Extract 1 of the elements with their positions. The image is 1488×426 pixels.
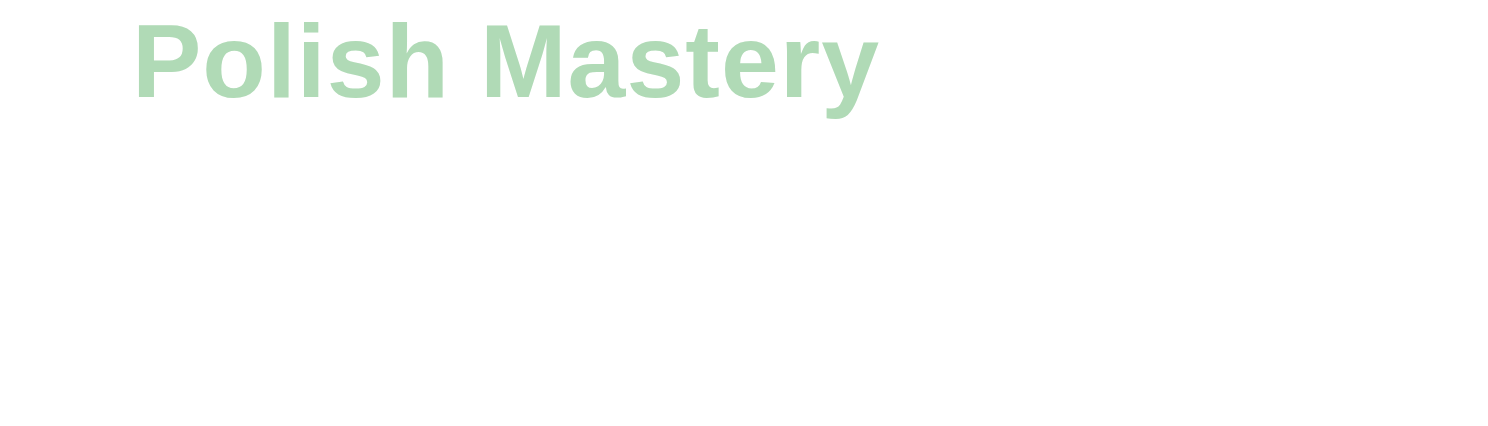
- title: Polish Mastery: [132, 4, 881, 119]
